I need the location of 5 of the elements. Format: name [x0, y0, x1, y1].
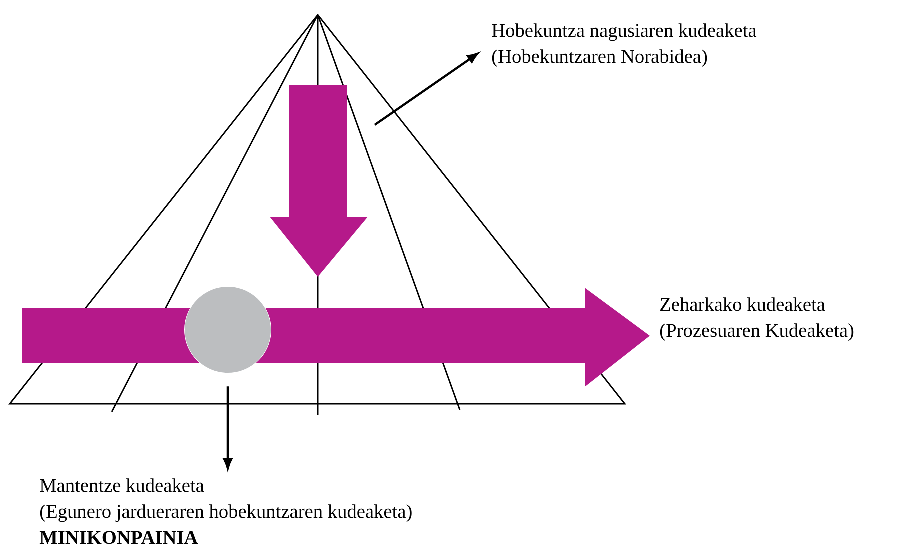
caption-text: Mantentze kudeaketa (Egunero jardueraren hobekuntzaren kudeaketa) MINIKONPAINIA	[40, 478, 412, 544]
caption-text: Hobekuntza nagusiaren kudeaketa (Hobekuntzaren Norabidea)	[492, 24, 757, 68]
caption-text: Zeharkako kudeaketa (Prozesuaren Kudeaketa)	[660, 298, 854, 342]
circle	[185, 287, 271, 373]
arrow	[374, 53, 478, 126]
